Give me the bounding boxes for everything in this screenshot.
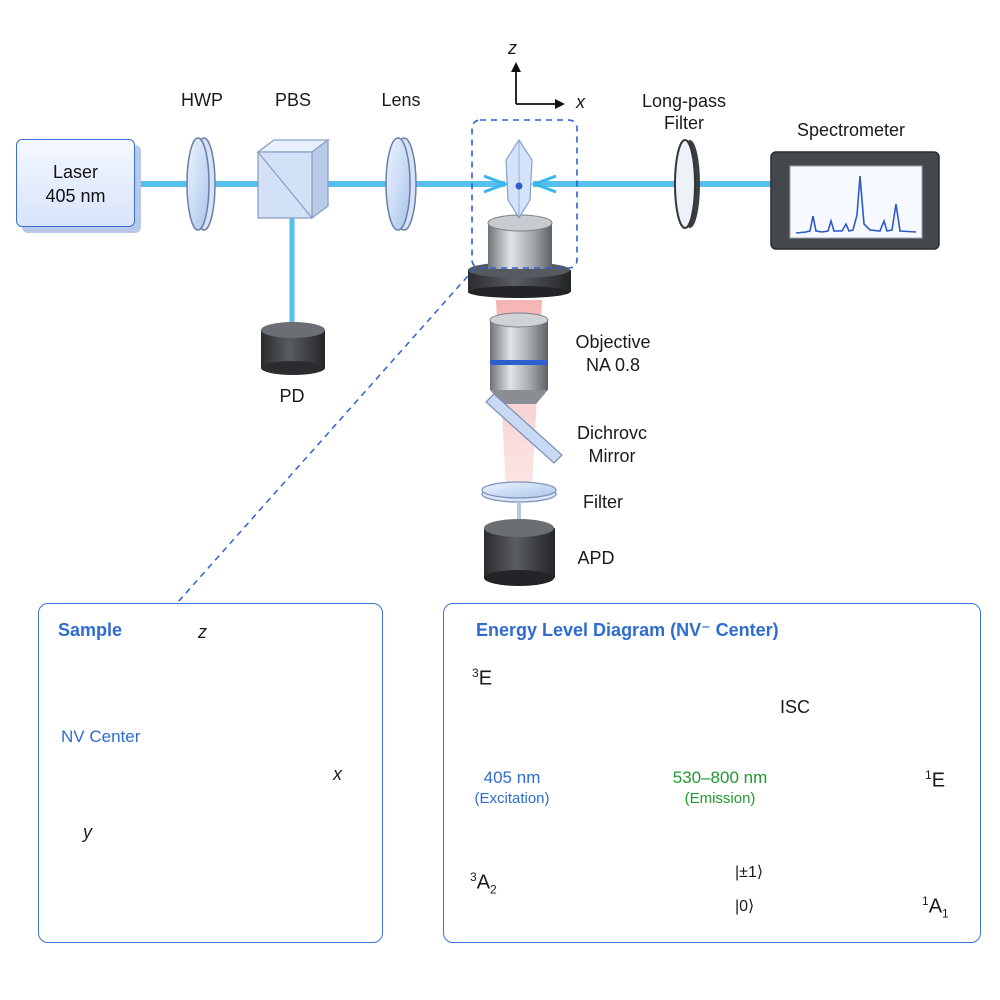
focusing-lens	[385, 137, 417, 231]
level-3A2-label: 3A2	[470, 870, 497, 897]
lens-label: Lens	[381, 90, 421, 110]
level-3E-sup: 3	[472, 666, 479, 680]
photodiode	[261, 322, 325, 375]
lab-axes	[511, 62, 565, 109]
sample-axis-y: y	[83, 822, 92, 842]
laser-wavelength: 405 nm	[45, 186, 106, 206]
sample-crystal-small	[505, 138, 533, 220]
spectrometer	[770, 151, 940, 250]
excitation-label: (Excitation)	[474, 790, 550, 807]
hwp-label: HWP	[181, 90, 223, 110]
level-3A2-main: A	[476, 871, 491, 894]
dichroic-label-line2: Mirror	[588, 446, 636, 466]
level-3A2-sub: 2	[490, 882, 497, 897]
energy-panel-title: Energy Level Diagram (NV⁻ Center)	[476, 620, 779, 640]
excitation-wavelength: 405 nm	[483, 768, 541, 787]
longpass-filter	[674, 139, 700, 229]
objective-label: Objective NA 0.8	[575, 331, 650, 377]
spectrometer-label: Spectrometer	[796, 120, 906, 140]
apd-label: APD	[577, 548, 615, 568]
level-3A2-sup: 3	[470, 870, 477, 884]
axis-x-label: x	[576, 92, 585, 112]
level-3E-label: 3E	[472, 666, 492, 691]
sample-axis-z: z	[198, 622, 207, 642]
filter-label: Filter	[583, 492, 623, 512]
level-1A1-main: A	[928, 895, 943, 918]
sample-panel	[38, 603, 383, 943]
axis-z-label: z	[508, 38, 517, 58]
level-1E-main: E	[931, 769, 946, 792]
pbs-cube	[256, 138, 330, 220]
energy-panel	[443, 603, 981, 943]
emission-filter	[481, 481, 557, 528]
level-1A1-sup: 1	[922, 894, 929, 908]
longpass-label-line1: Long-pass	[641, 91, 727, 111]
objective-label-line2: NA 0.8	[585, 355, 641, 375]
longpass-label-line2: Filter	[664, 113, 704, 133]
sample-axis-x: x	[333, 764, 342, 784]
dichroic-label-line1: Dichrovc	[576, 423, 648, 443]
laser-label: Laser	[52, 162, 99, 182]
isc-label: ISC	[780, 697, 811, 717]
pd-label: PD	[279, 386, 305, 406]
ket-0: |0⟩	[735, 898, 755, 915]
sample-panel-title: Sample	[58, 620, 123, 640]
sample-stage	[468, 214, 571, 298]
dichroic-label: Dichrovc Mirror	[577, 422, 647, 468]
laser-source: Laser 405 nm	[16, 139, 135, 227]
level-3E-main: E	[478, 667, 493, 690]
dichroic-mirror	[485, 393, 563, 464]
level-1E-label: 1E	[925, 768, 945, 793]
level-1E-sup: 1	[925, 768, 932, 782]
level-1A1-sub: 1	[942, 906, 949, 921]
longpass-label: Long-pass Filter	[642, 90, 726, 134]
hwp-waveplate	[186, 137, 216, 231]
emission-label: (Emission)	[684, 790, 756, 807]
ket-pm1: |±1⟩	[735, 864, 764, 881]
level-1A1-label: 1A1	[922, 894, 949, 921]
pbs-label: PBS	[274, 90, 312, 110]
nv-center-label: NV Center	[61, 727, 141, 746]
zoom-leader-line	[177, 267, 476, 603]
emission-wavelength: 530–800 nm	[672, 768, 768, 787]
objective-label-line1: Objective	[575, 332, 651, 352]
apd-detector	[484, 519, 555, 586]
objective-lens	[489, 312, 549, 404]
sample-zoom-box	[471, 119, 578, 269]
